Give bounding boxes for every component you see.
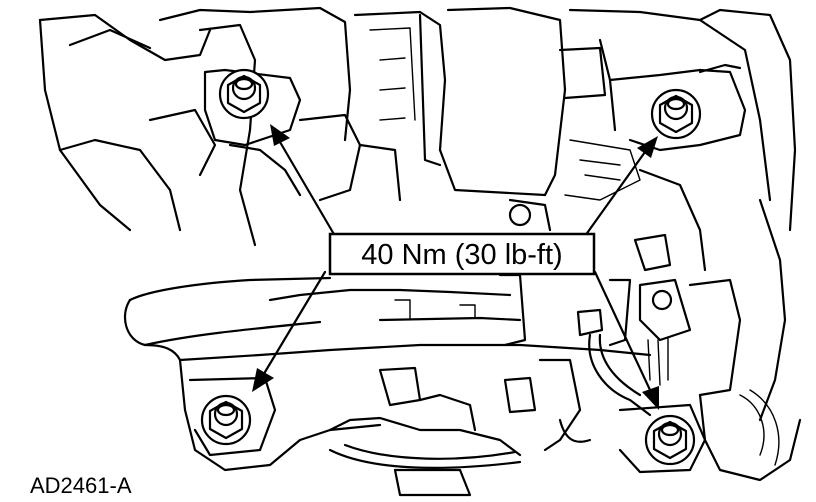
leader-line-top-right [583, 136, 658, 238]
bolt-top-right [650, 88, 702, 140]
leader-line-top-left [270, 124, 337, 238]
leader-line-bottom-right [593, 270, 659, 410]
figure-id: AD2461-A [30, 473, 132, 498]
bolt-top-left [218, 68, 270, 120]
torque-callout-text: 40 Nm (30 lb-ft) [361, 239, 562, 271]
bolt-bottom-left [200, 394, 252, 446]
torque-callout: 40 Nm (30 lb-ft) [328, 232, 596, 276]
bolt-bottom-right [644, 414, 696, 466]
leader-line-bottom-left [252, 270, 327, 392]
housing-linework [38, 6, 802, 497]
